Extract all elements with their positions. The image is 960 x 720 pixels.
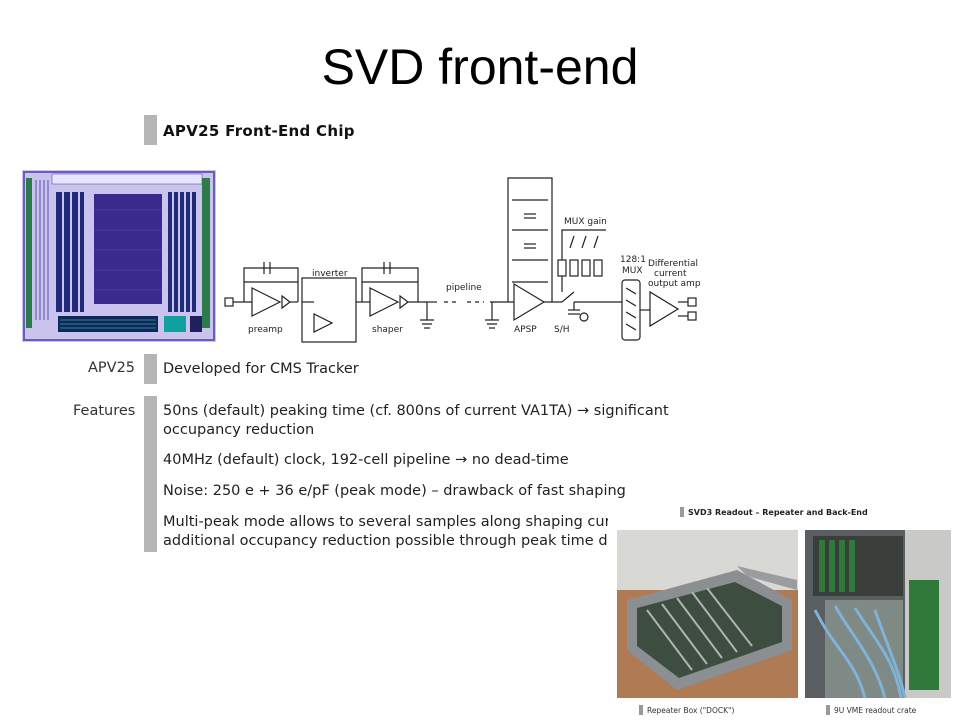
caption-repeater-box: Repeater Box ("DOCK") [647,706,735,715]
label-apsp: APSP [514,325,537,335]
caption-left-bar [639,705,643,715]
feature-line-4: Noise: 250 e + 36 e/pF (peak mode) – dra… [163,483,626,499]
vme-crate-photo [805,530,951,698]
label-inverter: inverter [312,269,348,279]
label-pipeline: pipeline [446,283,482,293]
label-mux: MUX [622,266,643,276]
feature-line-6: additional occupancy reduction possible … [163,533,615,549]
row-bar-apv25 [144,354,157,384]
feature-line-5: Multi-peak mode allows to several sample… [163,514,611,530]
heading-bar [144,115,157,145]
feature-line-1: 50ns (default) peaking time (cf. 800ns o… [163,403,669,419]
caption-right-bar [826,705,830,715]
row-label-apv25: APV25 [88,360,136,376]
feature-line-2: occupancy reduction [163,422,315,438]
front-end-schematic: preamp inverter shaper pipeline APSP S/H… [224,177,701,343]
label-mux-ratio: 128:1 [620,255,646,265]
label-shaper: shaper [372,325,403,335]
slide-title: SVD front-end [321,39,639,95]
chip-layout-image [22,170,216,342]
label-preamp: preamp [248,325,283,335]
row-text-apv25: Developed for CMS Tracker [163,361,359,377]
label-sh: S/H [554,325,570,335]
caption-vme-crate: 9U VME readout crate [834,706,917,715]
feature-line-3: 40MHz (default) clock, 192-cell pipeline… [163,452,569,468]
label-diff-3: output amp [648,279,701,289]
repeater-box-photo [617,530,798,698]
readout-heading-bar [680,507,684,517]
label-diff-2: current [654,269,687,279]
apv-heading: APV25 Front-End Chip [163,122,355,140]
row-label-features: Features [73,403,136,419]
readout-heading: SVD3 Readout – Repeater and Back-End [688,508,868,517]
label-mux-gain: MUX gain [564,217,607,227]
row-bar-features [144,396,157,552]
label-diff-1: Differential [648,259,698,269]
